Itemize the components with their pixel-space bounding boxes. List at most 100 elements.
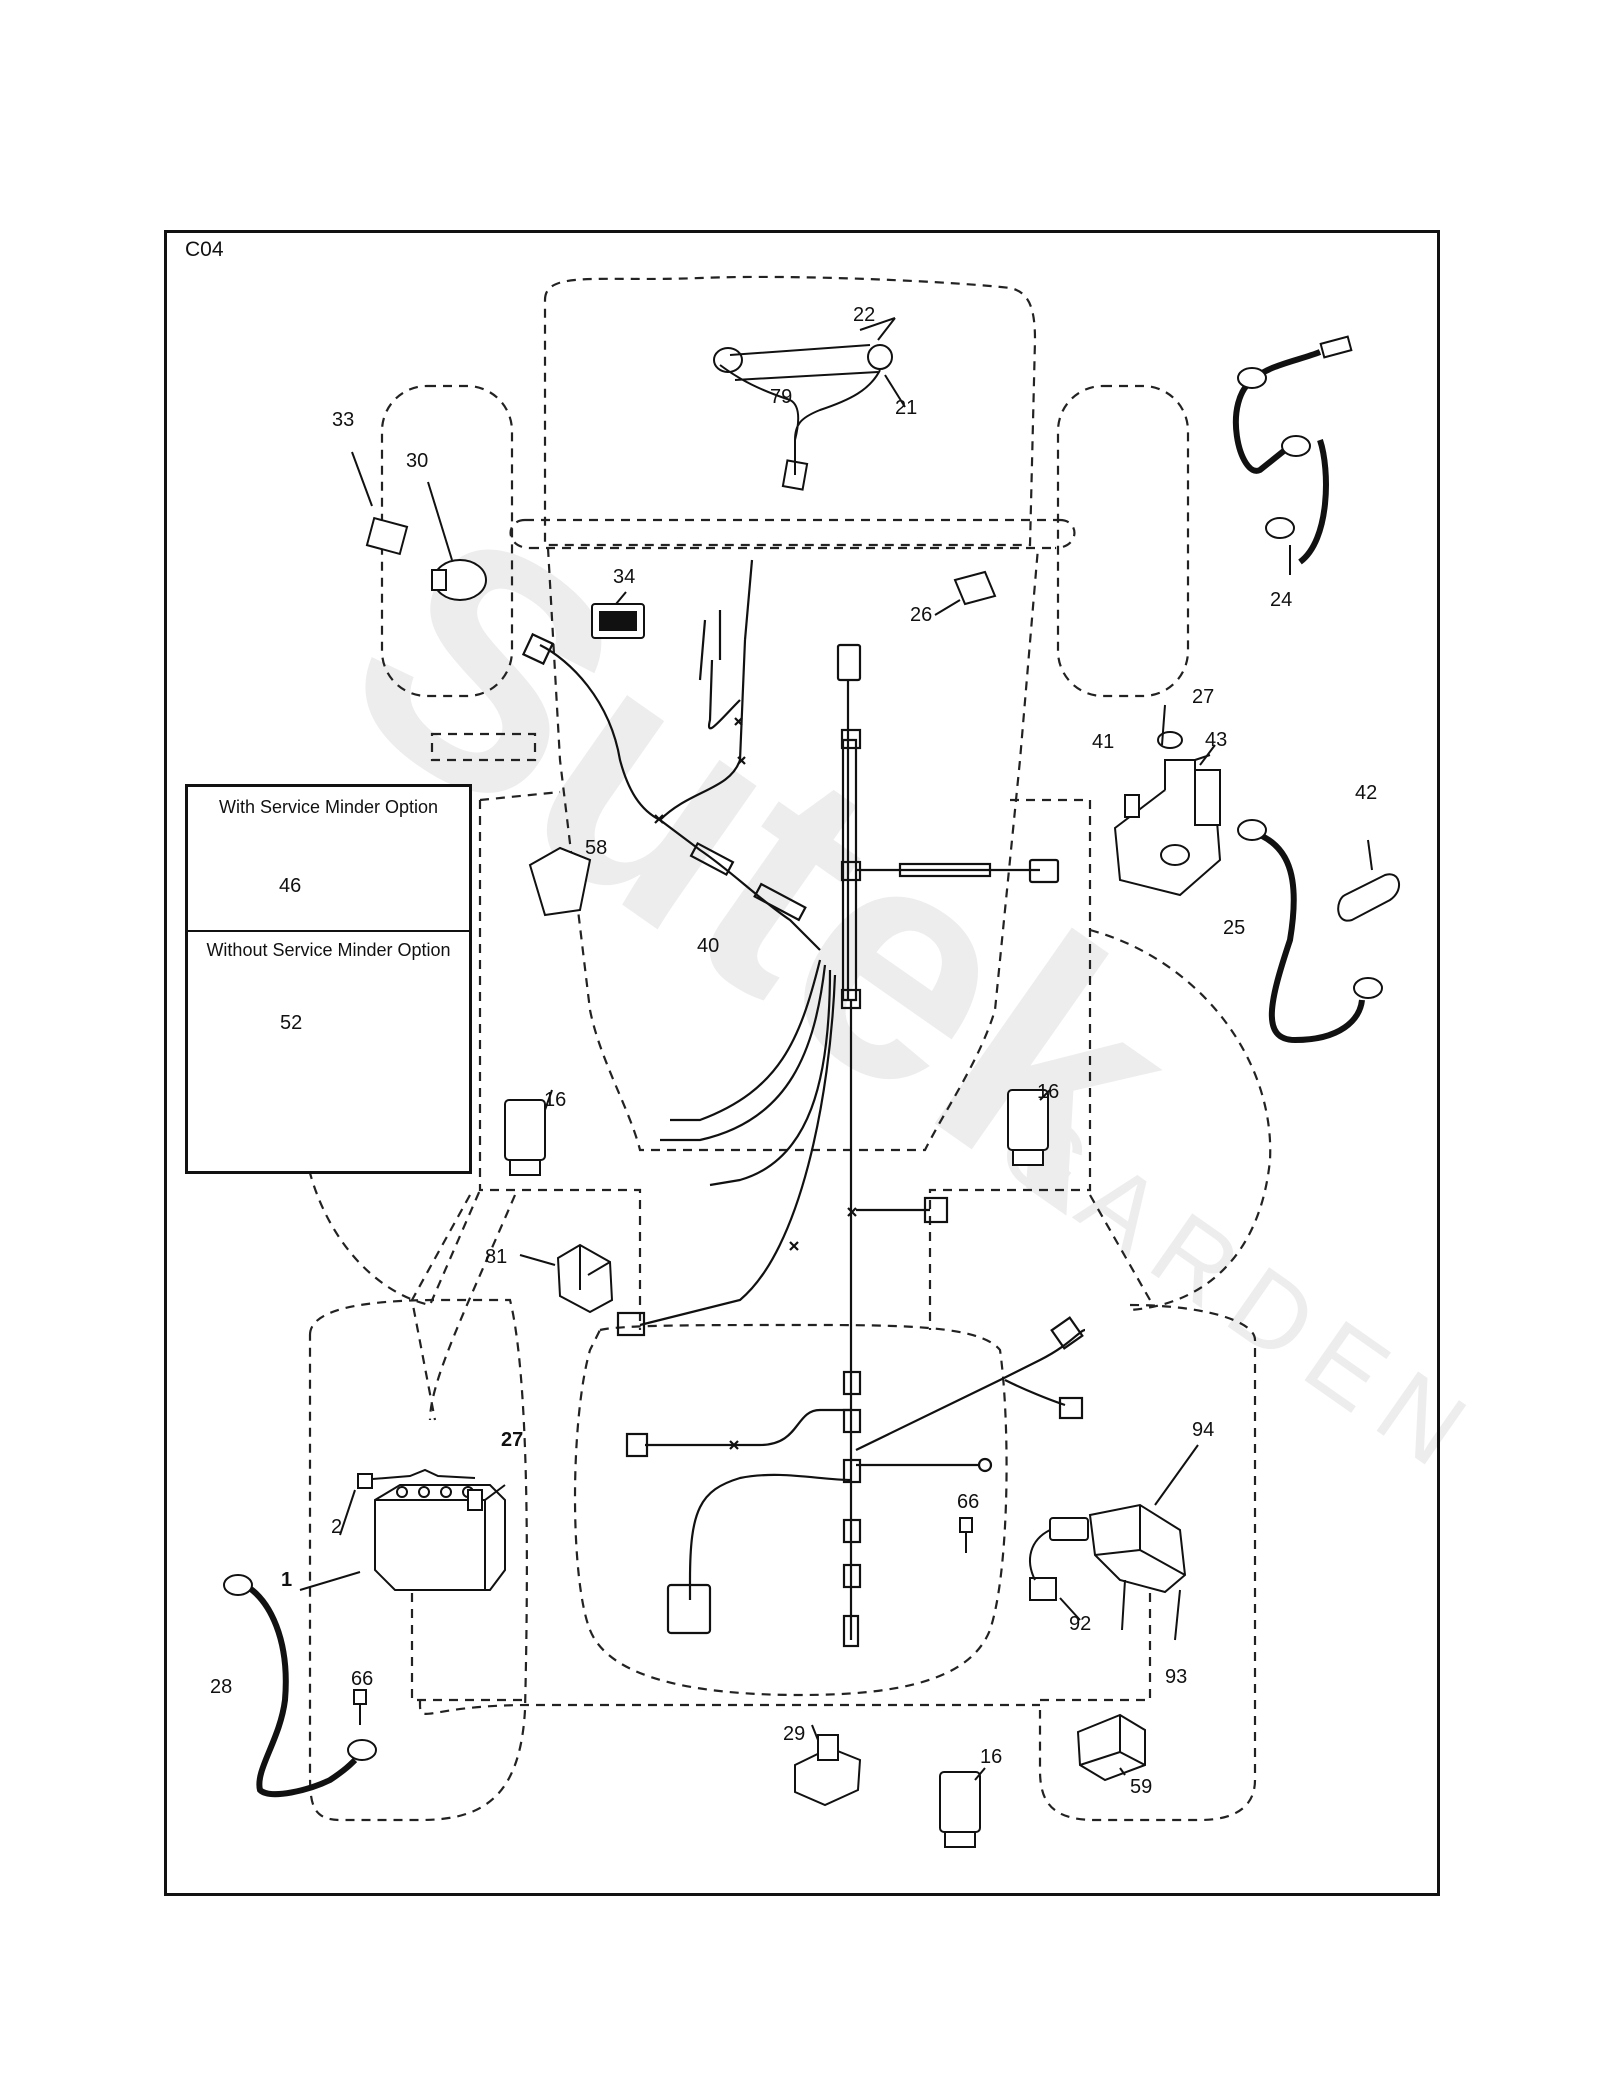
callout-42: 42 [1355,782,1378,804]
inset-title-without: Without Service Minder Option [206,940,451,960]
connector-rear-right-1 [1050,1316,1084,1350]
callout-16-left: 16 [544,1089,567,1111]
left-strut [410,1194,517,1421]
bolt-66-left [353,1689,367,1725]
headlight-bulb-left [713,347,743,373]
callout-81: 81 [485,1246,508,1268]
connector-rear-left [625,1432,649,1458]
front-left-wheel [380,384,514,698]
fuse-holder-33 [351,451,409,556]
diagram-frame [164,230,1440,1896]
connector-right [1028,858,1060,884]
rear-left-wheel [308,1298,528,1822]
trunk-sleeve-1 [840,728,862,750]
leader-22 [859,317,896,341]
callout-58: 58 [585,837,608,859]
ground-eyelet [977,1457,993,1473]
battery-cable-25 [1237,819,1383,1044]
deck-right [1089,928,1272,1312]
seat-outline [573,1323,1008,1697]
wire-lower-4 [639,974,837,1327]
harness-ignition-run [539,644,821,951]
components [223,335,1400,1848]
relay-16-right [1007,1089,1051,1166]
small-bracket [430,732,537,762]
harness-right-sheath [898,862,992,878]
inset-title-with: With Service Minder Option [218,797,439,817]
callout-52: 52 [280,1012,303,1034]
connector-rear-plug [666,1583,712,1635]
harness-sheath-a [689,841,735,877]
wire-rear-plug [688,1473,852,1600]
callout-79: 79 [770,386,793,408]
harness-trunk-sheath [841,738,858,1002]
sheet-id: C04 [185,238,224,261]
callout-34: 34 [613,566,636,588]
fuse-26 [934,570,997,616]
callout-93: 93 [1165,1666,1188,1688]
tie-marks [654,717,857,1450]
mid-left-panel [478,790,1092,1330]
harness-trunk [846,680,853,1640]
headlight-bar [729,344,879,381]
callout-21: 21 [895,397,918,419]
rear-body-outline [410,1545,1152,1702]
connector-rear-right-2 [1058,1396,1084,1420]
callout-40: 40 [697,935,720,957]
callout-30: 30 [406,450,429,472]
battery-cable-28 [223,1574,377,1798]
callout-41: 41 [1092,731,1115,753]
coil-59 [1076,1713,1146,1782]
wire-lower-3 [709,969,832,1187]
callout-33: 33 [332,409,355,431]
switch-29 [794,1724,862,1807]
headlight-bulb-right [867,344,893,370]
battery-cable-24 [1232,335,1353,575]
headlight-harness [713,317,906,491]
bolt-66-right [959,1517,973,1553]
wire-lower-1 [670,959,822,1122]
right-strut [1089,1194,1151,1301]
callout-16-bottom: 16 [980,1746,1003,1768]
callout-29: 29 [783,1723,806,1745]
connector-bottom [842,1614,860,1648]
connector-top [836,643,862,682]
wire-rear-right-1 [855,1328,1086,1451]
callout-26: 26 [910,604,933,626]
callout-22: 22 [853,304,876,326]
hood-crossbar [509,518,1076,550]
callout-46: 46 [279,875,302,897]
trunk-sleeve-5 [842,1408,862,1434]
callout-59: 59 [1130,1776,1153,1798]
rear-lower-outline [418,1700,1040,1715]
callout-24: 24 [1270,589,1293,611]
ignition-switch-30 [427,481,487,601]
trunk-sleeve-8 [842,1563,862,1589]
trunk-sleeve-3 [840,988,862,1010]
callout-43: 43 [1205,729,1228,751]
trunk-sleeve-4 [842,1370,862,1396]
wire-rear-left [645,1408,851,1447]
callout-94: 94 [1192,1419,1215,1441]
rocker-switch-34 [591,591,645,639]
relay-16-bottom [939,1767,986,1848]
connector-mid [923,1196,949,1224]
callout-16-right: 16 [1037,1081,1060,1103]
battery-1 [299,1468,506,1591]
main-harness [521,559,1086,1648]
callout-2: 2 [331,1516,343,1538]
trunk-sleeve-2 [840,860,862,882]
leader-21 [884,374,906,408]
wire-plug-upper [698,610,722,681]
front-right-wheel [1056,384,1190,698]
harness-sheath-b [753,882,807,922]
terminal-boot-42 [1337,839,1400,922]
callout-92: 92 [1069,1613,1092,1635]
callout-66-left: 66 [351,1668,374,1690]
callout-27-top: 27 [1192,686,1215,708]
module-94 [1088,1444,1199,1641]
body-outline [546,547,1040,1152]
wire-lower-2 [660,964,827,1142]
trunk-sleeve-7 [842,1518,862,1544]
inset-divider [188,930,469,932]
